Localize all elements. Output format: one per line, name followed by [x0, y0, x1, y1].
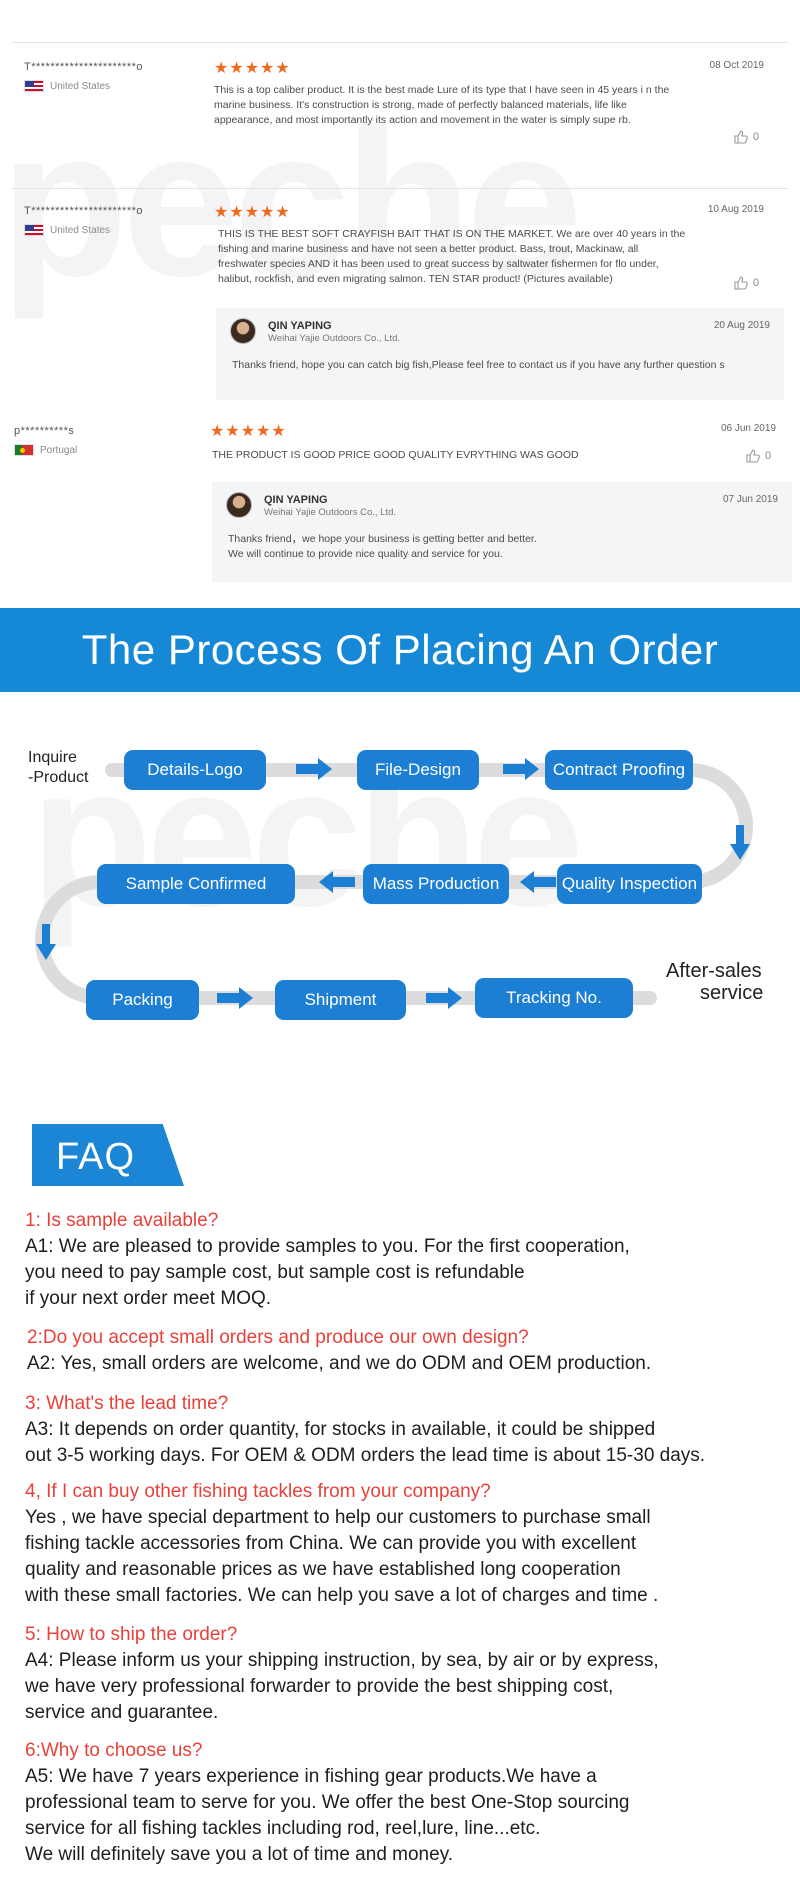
end-label: After-sales service [666, 960, 764, 1004]
faq-question: 4, If I can buy other fishing tackles fr… [25, 1481, 491, 1502]
thumbs-up-icon [746, 449, 760, 463]
reply-author: QIN YAPING [264, 494, 328, 506]
faq-question: 3: What's the lead time? [25, 1393, 229, 1414]
reply-company: Weihai Yajie Outdoors Co., Ltd. [264, 507, 397, 518]
step-contract-proofing: Contract Proofing [545, 750, 693, 790]
us-flag-icon [24, 224, 44, 236]
avatar [226, 492, 252, 518]
review-text: This is a top caliber product. It is the… [214, 84, 670, 126]
step-shipment: Shipment [275, 980, 406, 1020]
step-file-design: File-Design [357, 750, 479, 790]
reply-company: Weihai Yajie Outdoors Co., Ltd. [268, 333, 401, 344]
faq-item: 6:Why to choose us? A5: We have 7 years … [25, 1738, 795, 1868]
reply-date: 20 Aug 2019 [713, 320, 770, 331]
like-button[interactable]: 0 [734, 130, 759, 144]
faq-item: 3: What's the lead time? A3: It depends … [25, 1391, 795, 1469]
like-count: 0 [765, 450, 772, 462]
faq-answer: A2: Yes, small orders are welcome, and w… [27, 1353, 652, 1374]
us-flag-icon [24, 80, 44, 92]
reviewer-name: T**********************o [24, 205, 144, 217]
step-sample-confirmed: Sample Confirmed [97, 864, 295, 904]
reviewer-country: Portugal [14, 444, 77, 456]
reviewer-name: p**********s [14, 425, 75, 437]
faq-question: 6:Why to choose us? [25, 1740, 203, 1761]
like-count: 0 [753, 277, 760, 289]
thumbs-up-icon [734, 130, 748, 144]
reviewer-name: T**********************o [24, 61, 144, 73]
review-date: 06 Jun 2019 [720, 423, 776, 434]
faq-answer: A3: It depends on order quantity, for st… [25, 1419, 706, 1466]
seller-reply: QIN YAPING Weihai Yajie Outdoors Co., Lt… [212, 482, 792, 582]
faq-tab: FAQ [32, 1124, 184, 1186]
faq-answer: A4: Please inform us your shipping instr… [25, 1650, 659, 1723]
country-label: Portugal [40, 444, 78, 456]
country-label: United States [50, 80, 111, 92]
faq-item: 4, If I can buy other fishing tackles fr… [25, 1479, 795, 1609]
faq-item: 5: How to ship the order? A4: Please inf… [25, 1622, 795, 1726]
like-button[interactable]: 0 [746, 449, 771, 463]
step-details-logo: Details-Logo [124, 750, 266, 790]
divider [12, 188, 788, 189]
rating-stars: ★★★★★ [214, 60, 291, 77]
review-date: 08 Oct 2019 [709, 60, 764, 71]
review-date: 10 Aug 2019 [707, 204, 764, 215]
reply-author: QIN YAPING [268, 320, 332, 332]
step-mass-production: Mass Production [363, 864, 509, 904]
faq-answer: A5: We have 7 years experience in fishin… [25, 1766, 630, 1865]
start-label: Inquire -Product [28, 749, 89, 786]
reply-text: Thanks friend, hope you can catch big fi… [232, 359, 725, 371]
avatar [230, 318, 256, 344]
order-process-diagram: peche Inquire -Product Detail [0, 692, 800, 1092]
reply-text: Thanks friend，we hope your business is g… [228, 533, 537, 560]
rating-stars: ★★★★★ [214, 204, 291, 221]
banner-title: The Process Of Placing An Order [81, 626, 719, 673]
like-button[interactable]: 0 [734, 276, 759, 290]
faq-answer: A1: We are pleased to provide samples to… [25, 1236, 630, 1309]
review-text: THE PRODUCT IS GOOD PRICE GOOD QUALITY E… [212, 449, 579, 461]
faq-question: 5: How to ship the order? [25, 1624, 238, 1645]
review-text: THIS IS THE BEST SOFT CRAYFISH BAIT THAT… [218, 228, 686, 285]
faq-answer: Yes , we have special department to help… [25, 1507, 659, 1606]
like-count: 0 [753, 131, 760, 143]
thumbs-up-icon [734, 276, 748, 290]
seller-reply: QIN YAPING Weihai Yajie Outdoors Co., Lt… [216, 308, 784, 400]
reviewer-country: United States [24, 80, 110, 92]
reviewer-country: United States [24, 224, 110, 236]
divider [12, 42, 788, 43]
faq-question: 2:Do you accept small orders and produce… [27, 1327, 529, 1348]
rating-stars: ★★★★★ [210, 423, 287, 440]
step-quality-inspection: Quality Inspection [557, 864, 702, 904]
faq-item: 2:Do you accept small orders and produce… [27, 1325, 797, 1377]
portugal-flag-icon [14, 444, 34, 456]
reply-date: 07 Jun 2019 [722, 494, 778, 505]
country-label: United States [50, 224, 111, 236]
faq-question: 1: Is sample available? [25, 1210, 219, 1231]
faq-title: FAQ [56, 1136, 136, 1178]
step-tracking-no: Tracking No. [475, 978, 633, 1018]
faq-item: 1: Is sample available? A1: We are pleas… [25, 1208, 795, 1312]
reviews-section: peche T**********************o United St… [0, 0, 800, 608]
process-banner: The Process Of Placing An Order [0, 608, 800, 692]
step-packing: Packing [86, 980, 199, 1020]
